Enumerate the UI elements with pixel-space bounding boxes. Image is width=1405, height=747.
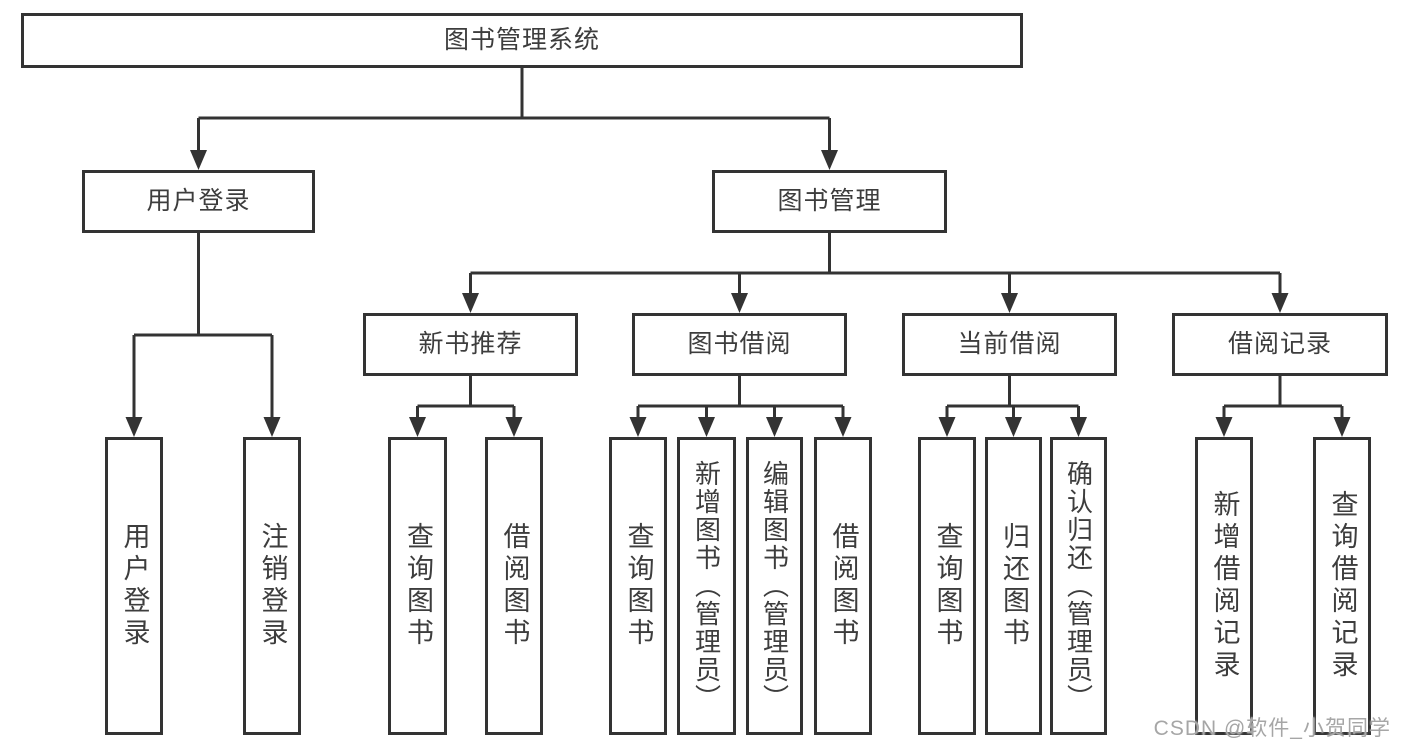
leaf-confirm-return-admin: 确认归还（管理员） [1050, 437, 1107, 735]
arrowheads [125, 150, 1351, 437]
leaf-edit-books-admin: 编辑图书（管理员） [746, 437, 803, 735]
node-label: 借阅图书 [499, 522, 530, 650]
node-label: 归还图书 [999, 522, 1029, 650]
leaf-add-books-admin: 新增图书（管理员） [677, 437, 736, 735]
leaf-borrow-books-recommend: 借阅图书 [485, 437, 543, 735]
leaf-query-books-current: 查询图书 [918, 437, 976, 735]
node-label: 用户登录 [146, 187, 251, 215]
leaf-query-borrow-record: 查询借阅记录 [1313, 437, 1371, 735]
leaf-add-borrow-record: 新增借阅记录 [1195, 437, 1253, 735]
leaf-query-books-borrowing: 查询图书 [609, 437, 667, 735]
node-new-book-recommend: 新书推荐 [363, 313, 578, 376]
leaf-return-books: 归还图书 [985, 437, 1042, 735]
node-book-borrowing: 图书借阅 [632, 313, 847, 376]
leaf-user-login: 用户登录 [105, 437, 163, 735]
node-current-borrowing: 当前借阅 [902, 313, 1117, 376]
node-label: 借阅图书 [828, 522, 859, 650]
leaf-logout: 注销登录 [243, 437, 301, 735]
node-label: 查询图书 [932, 522, 963, 650]
csdn-watermark: CSDN @软件_小贺同学 [1153, 717, 1391, 740]
node-label: 查询图书 [623, 522, 654, 650]
node-label: 图书管理系统 [443, 26, 600, 54]
node-label: 新增图书（管理员） [691, 460, 722, 712]
node-label: 注销登录 [257, 522, 288, 650]
node-label: 新书推荐 [418, 330, 523, 358]
node-label: 当前借阅 [957, 330, 1062, 358]
node-label: 查询借阅记录 [1327, 490, 1358, 682]
node-borrowing-records: 借阅记录 [1172, 313, 1388, 376]
node-label: 新增借阅记录 [1209, 490, 1240, 682]
leaf-query-books-recommend: 查询图书 [388, 437, 447, 735]
node-book-management: 图书管理 [712, 170, 947, 233]
node-label: 编辑图书（管理员） [759, 460, 790, 712]
leaf-borrow-books-borrowing: 借阅图书 [814, 437, 872, 735]
node-root: 图书管理系统 [21, 13, 1023, 68]
node-label: 用户登录 [119, 522, 150, 650]
node-label: 借阅记录 [1227, 330, 1332, 358]
node-label: 图书管理 [777, 187, 882, 215]
node-user-login: 用户登录 [82, 170, 315, 233]
node-label: 确认归还（管理员） [1063, 460, 1094, 712]
node-label: 图书借阅 [687, 330, 792, 358]
node-label: 查询图书 [403, 522, 433, 650]
